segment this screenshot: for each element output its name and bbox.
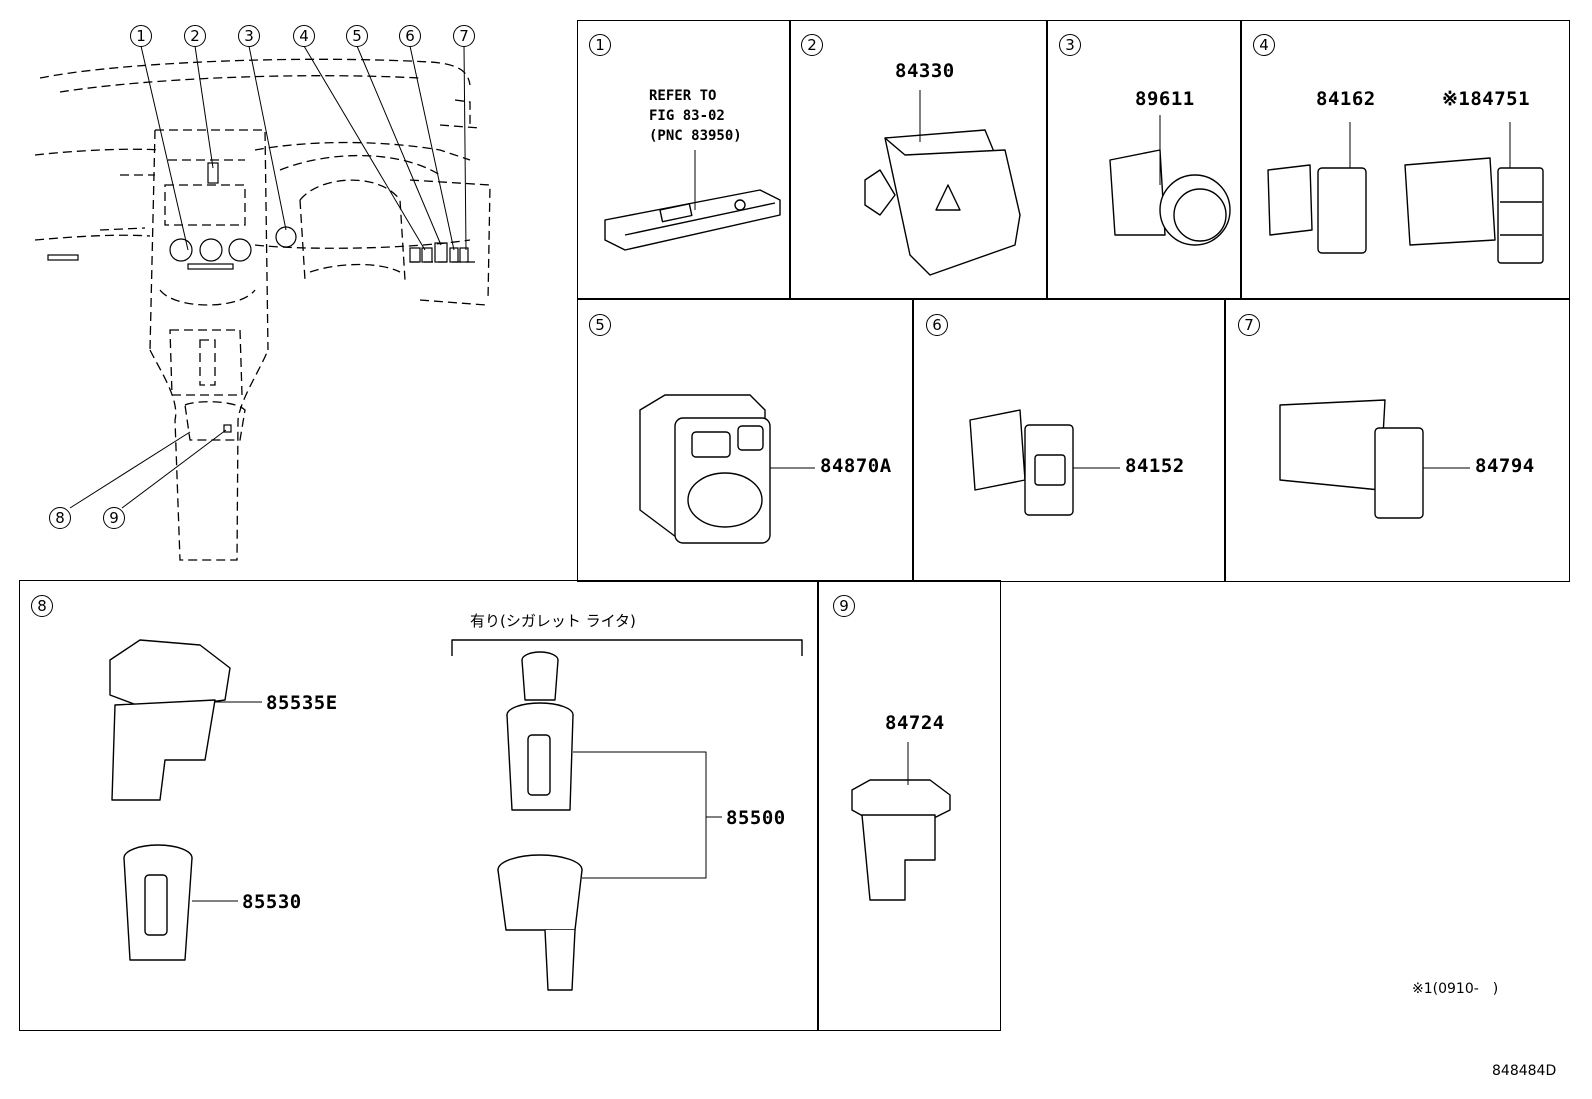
part-84330: 84330	[895, 60, 955, 82]
callout-1: 1	[130, 25, 152, 47]
part-84152: 84152	[1125, 455, 1185, 477]
part-85535e: 85535E	[266, 692, 338, 714]
part-84870a: 84870A	[820, 455, 892, 477]
panel-5-number: 5	[589, 314, 611, 336]
panel-3-number: 3	[1059, 34, 1081, 56]
callout-6: 6	[399, 25, 421, 47]
panel-7-number: 7	[1238, 314, 1260, 336]
callout-3: 3	[238, 25, 260, 47]
panel-5	[577, 298, 914, 582]
callout-5: 5	[346, 25, 368, 47]
panel-9	[817, 580, 1001, 1031]
callout-8: 8	[49, 507, 71, 529]
callout-4: 4	[293, 25, 315, 47]
panel-3	[1046, 20, 1242, 300]
part-85530: 85530	[242, 891, 302, 913]
part-84794: 84794	[1475, 455, 1535, 477]
panel-4	[1240, 20, 1570, 300]
panel-6	[912, 298, 1226, 582]
part-85500: 85500	[726, 807, 786, 829]
panel-2	[789, 20, 1048, 300]
figure-id: 848484D	[1492, 1063, 1557, 1079]
part-184751: ※184751	[1442, 88, 1531, 110]
part-84162: 84162	[1316, 88, 1376, 110]
panel-8-number: 8	[31, 595, 53, 617]
callout-7: 7	[453, 25, 475, 47]
part-84724: 84724	[885, 712, 945, 734]
cigarette-lighter-bracket-label: 有り(シガレット ライタ)	[470, 612, 636, 630]
panel-2-number: 2	[801, 34, 823, 56]
callout-2: 2	[184, 25, 206, 47]
panel-1-number: 1	[589, 34, 611, 56]
callout-9: 9	[103, 507, 125, 529]
panel-9-number: 9	[833, 595, 855, 617]
part-89611: 89611	[1135, 88, 1195, 110]
panel-4-number: 4	[1253, 34, 1275, 56]
panel-1-note: REFER TO FIG 83-02 (PNC 83950)	[649, 88, 742, 144]
footnote: ※1(0910- )	[1412, 981, 1499, 997]
panel-6-number: 6	[926, 314, 948, 336]
panel-8	[19, 580, 819, 1031]
dashboard-overview-drawing	[34, 45, 491, 561]
panel-1	[577, 20, 791, 300]
panel-7	[1224, 298, 1570, 582]
